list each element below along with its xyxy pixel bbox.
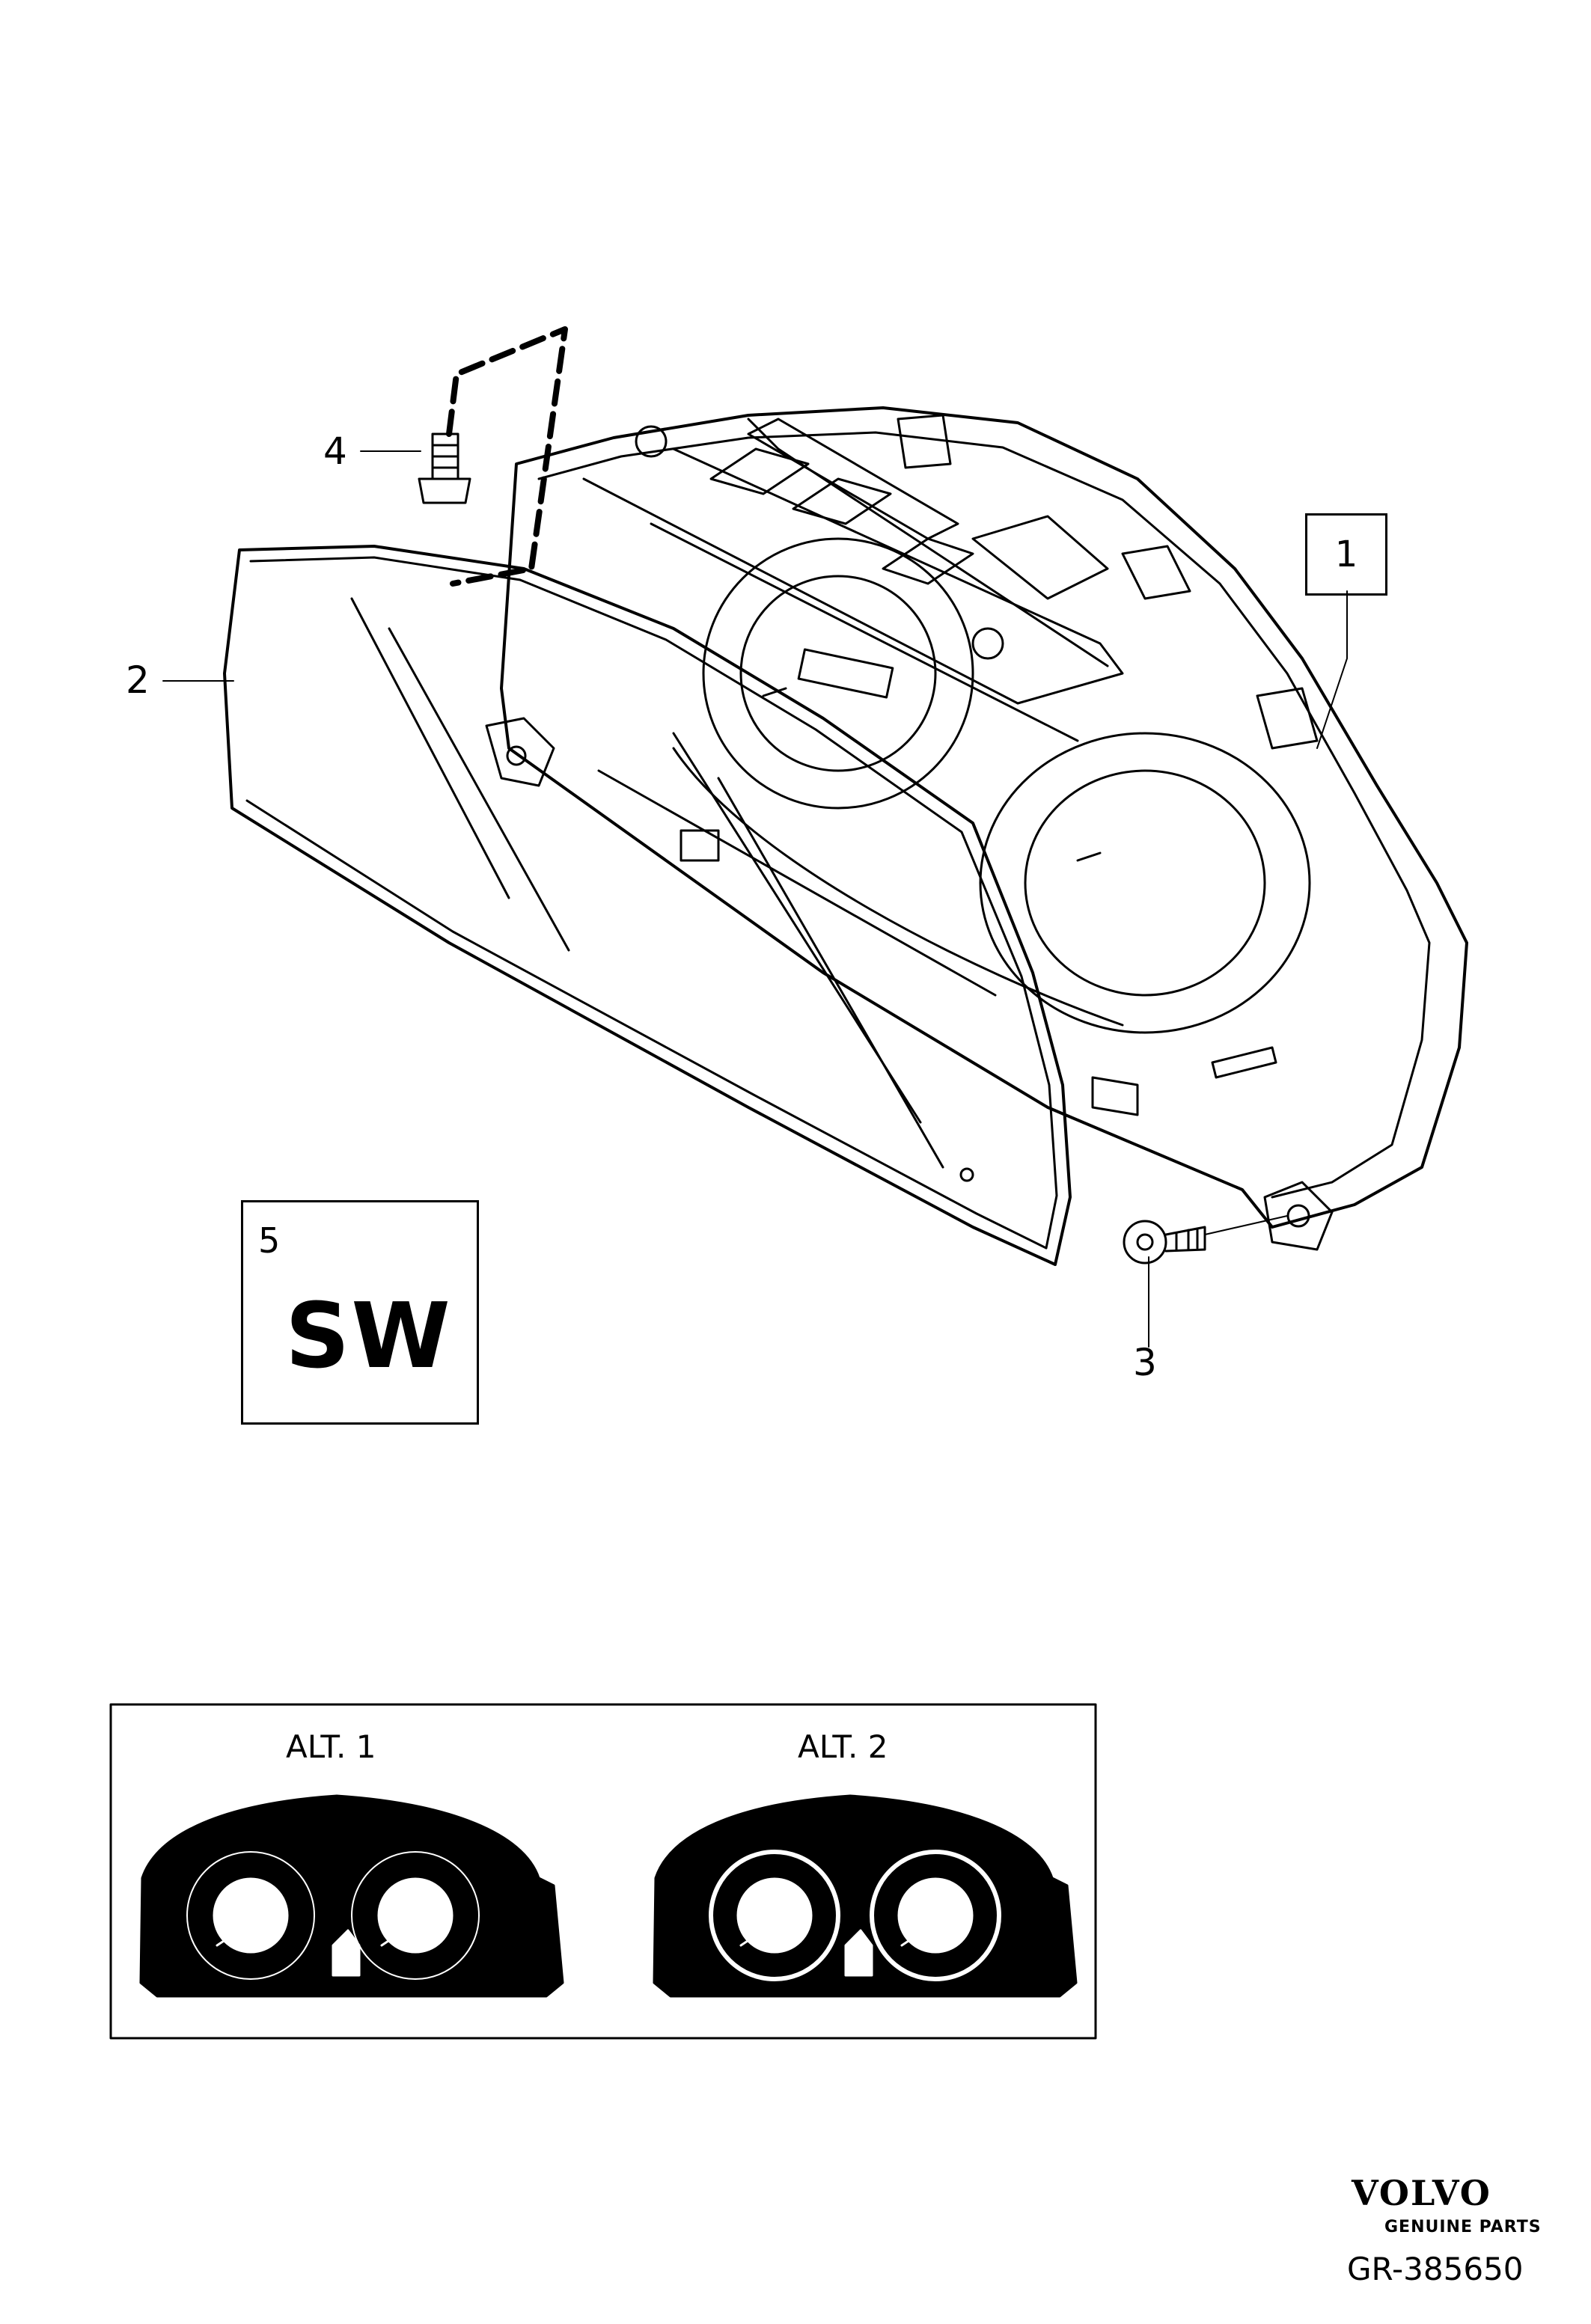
genuine-parts-label: GENUINE PARTS [1384, 2218, 1542, 2236]
leader-line-1 [1316, 590, 1348, 749]
gauge-face-alt-2 [653, 1794, 1078, 1998]
alt-2-label: ALT. 2 [798, 1728, 888, 1765]
volvo-logo: VOLVO [1352, 2173, 1491, 2213]
alt-1-label: ALT. 1 [286, 1728, 376, 1765]
cover-glass [223, 545, 1072, 1266]
callout-4: 4 [323, 429, 347, 473]
gauge-face-alt-1 [139, 1794, 564, 1998]
diagram-reference: GR-385650 [1347, 2251, 1524, 2287]
leader-line-3b [1204, 1215, 1288, 1235]
callout-3: 3 [1133, 1341, 1157, 1384]
dashed-guide [446, 326, 568, 587]
software-box: 5 SW [241, 1200, 479, 1425]
callout-1-box: 1 [1305, 513, 1387, 596]
software-label: SW [285, 1285, 452, 1389]
callout-2: 2 [126, 658, 150, 702]
bolt-icon [418, 432, 471, 504]
callout-1: 1 [1334, 533, 1358, 575]
screw-icon [1123, 1220, 1206, 1265]
alternatives-panel [109, 1703, 1097, 2040]
callout-5: 5 [258, 1220, 281, 1261]
